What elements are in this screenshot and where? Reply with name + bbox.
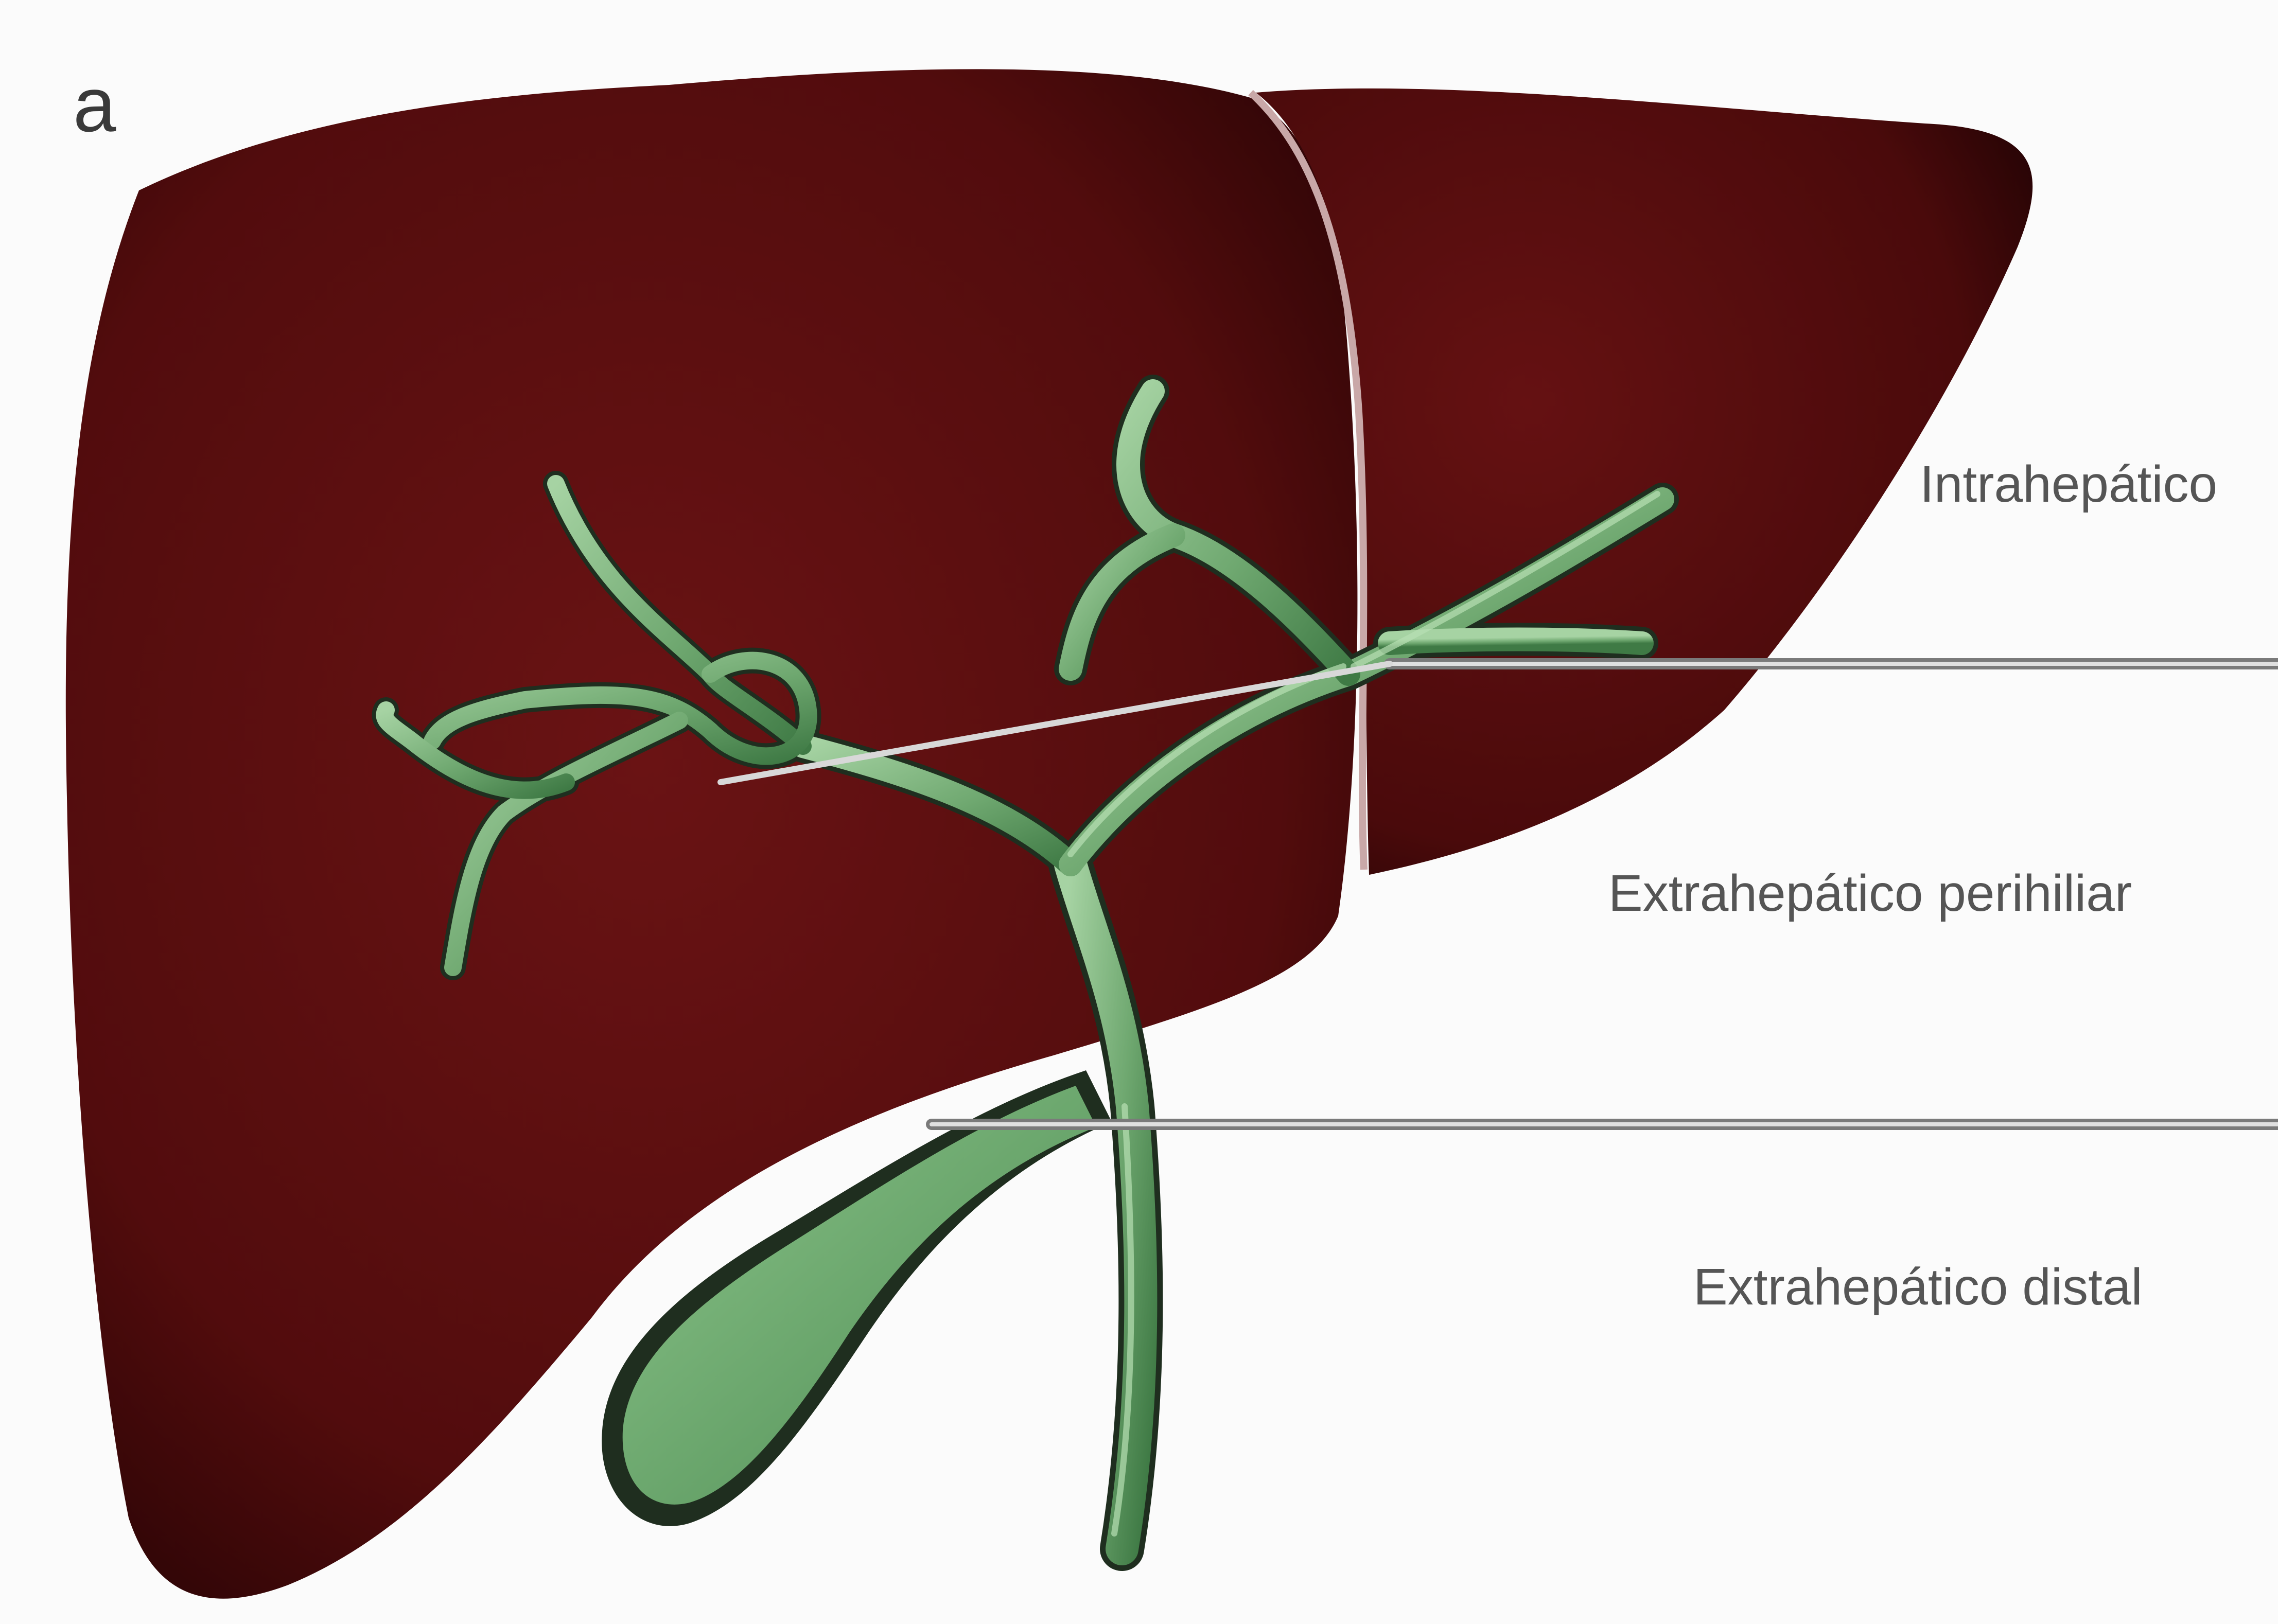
label-extrahepatic-distal: Extrahepático distal xyxy=(1693,1258,2143,1316)
label-extrahepatic-perihilar: Extrahepático perihiliar xyxy=(1608,864,2132,922)
label-intrahepatic: Intrahepático xyxy=(1920,455,2217,513)
panel-letter: a xyxy=(73,61,116,148)
